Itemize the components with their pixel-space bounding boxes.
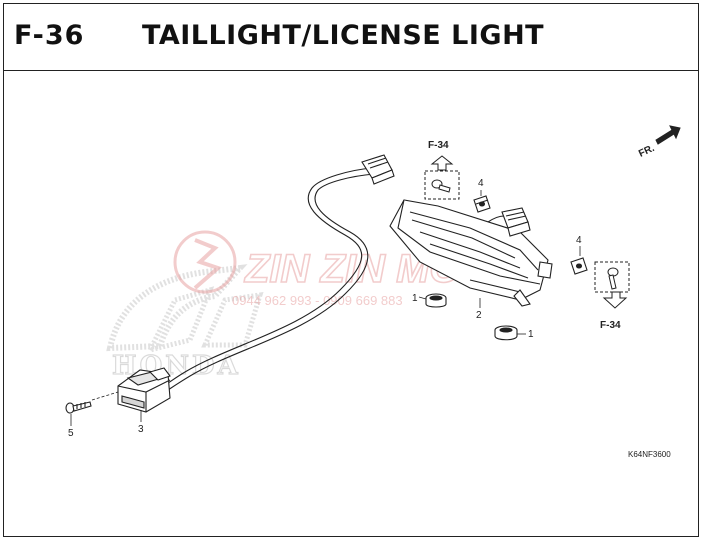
- front-direction-arrow-icon: [655, 125, 681, 145]
- grommet-left: [425, 293, 447, 308]
- diagram-code: K64NF3600: [628, 450, 671, 459]
- taillight-assembly: [389, 199, 553, 307]
- ref-arrow-down-icon: [602, 291, 628, 309]
- bolt-box-lower: [594, 261, 630, 293]
- taillight-connector: [487, 207, 531, 237]
- callout-2: 2: [476, 310, 482, 321]
- header-divider: [3, 70, 699, 71]
- diagram-frame: [3, 3, 699, 537]
- callout-5: 5: [68, 428, 74, 439]
- ref-f34-lower: F-34: [600, 320, 621, 331]
- license-light: [117, 367, 171, 413]
- ref-arrow-up-icon: [430, 155, 454, 171]
- callout-1-left: 1: [412, 293, 418, 304]
- callout-1-right: 1: [528, 329, 534, 340]
- harness-connector: [361, 154, 395, 185]
- front-direction-label: FR.: [637, 143, 656, 160]
- callout-4-right: 4: [576, 235, 582, 246]
- screw: [65, 401, 92, 414]
- bolt-box-upper: [424, 170, 460, 200]
- figure-code: F-36: [14, 20, 85, 51]
- grommet-right: [494, 325, 518, 341]
- clip-nut-right: [570, 257, 588, 275]
- clip-nut-left: [473, 195, 491, 213]
- figure-title: TAILLIGHT/LICENSE LIGHT: [142, 20, 545, 51]
- watermark-phone: 0944 962 993 - 0909 669 883: [232, 293, 403, 308]
- callout-4-left: 4: [478, 178, 484, 189]
- leader-lines: [70, 296, 526, 426]
- ref-f34-upper: F-34: [428, 140, 449, 151]
- figure-header: F-36 TAILLIGHT/LICENSE LIGHT: [0, 20, 704, 64]
- wire-harness: [164, 167, 375, 391]
- callout-3: 3: [138, 424, 144, 435]
